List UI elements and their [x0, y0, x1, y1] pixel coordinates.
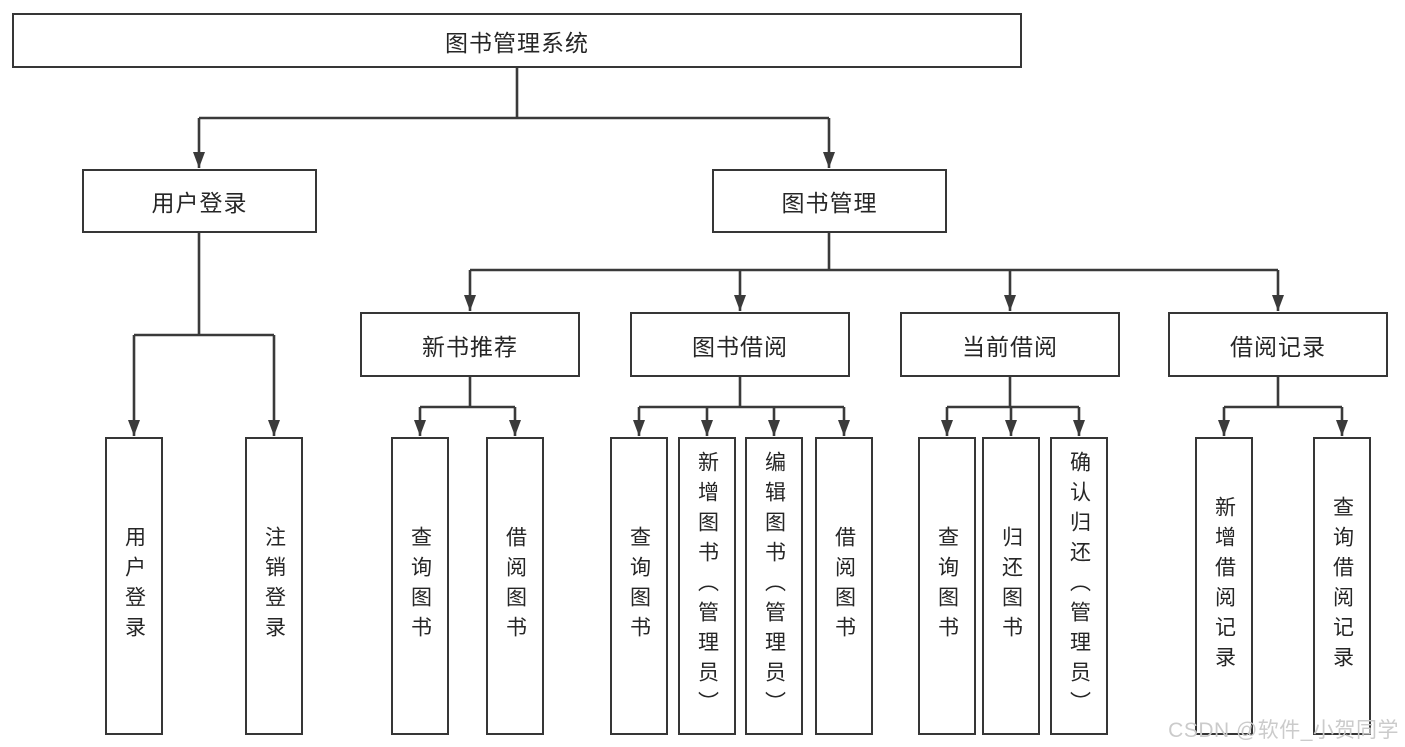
node-user-login: 用户登录 — [82, 169, 317, 233]
leaf-edit-books-admin: 编辑图书（管理员） — [745, 437, 803, 735]
leaf-add-books-admin: 新增图书（管理员） — [678, 437, 736, 735]
node-user-login-label: 用户登录 — [151, 190, 248, 216]
node-current-borrowing-label: 当前借阅 — [962, 333, 1058, 360]
node-book-management: 图书管理 — [712, 169, 947, 233]
leaf-user-login: 用户登录 — [105, 437, 163, 735]
leaf-query-books-label: 查询图书 — [408, 526, 432, 646]
leaf-edit-books-admin-label: 编辑图书（管理员） — [762, 451, 786, 721]
node-book-management-label: 图书管理 — [781, 190, 878, 216]
leaf-logout-login: 注销登录 — [245, 437, 303, 735]
node-library-system: 图书管理系统 — [12, 13, 1022, 68]
node-borrow-records: 借阅记录 — [1168, 312, 1388, 377]
leaf-query-books: 查询图书 — [391, 437, 449, 735]
leaf-return-books-label: 归还图书 — [999, 526, 1023, 646]
leaf-query-books-label: 查询图书 — [935, 526, 959, 646]
leaf-query-borrow-record-label: 查询借阅记录 — [1330, 496, 1354, 676]
node-borrow-records-label: 借阅记录 — [1230, 333, 1326, 360]
leaf-confirm-return-admin: 确认归还（管理员） — [1050, 437, 1108, 735]
node-book-borrowing-label: 图书借阅 — [692, 333, 788, 360]
leaf-return-books: 归还图书 — [982, 437, 1040, 735]
leaf-borrow-books-label: 借阅图书 — [832, 526, 856, 646]
node-current-borrowing: 当前借阅 — [900, 312, 1120, 377]
node-new-book-recommend-label: 新书推荐 — [422, 333, 518, 360]
watermark: CSDN @软件_小贺同学 — [1168, 719, 1399, 742]
node-library-system-label: 图书管理系统 — [445, 29, 589, 56]
leaf-query-books: 查询图书 — [610, 437, 668, 735]
leaf-add-borrow-record-label: 新增借阅记录 — [1212, 496, 1236, 676]
leaf-query-books: 查询图书 — [918, 437, 976, 735]
leaf-add-borrow-record: 新增借阅记录 — [1195, 437, 1253, 735]
leaf-confirm-return-admin-label: 确认归还（管理员） — [1067, 451, 1091, 721]
leaf-query-borrow-record: 查询借阅记录 — [1313, 437, 1371, 735]
leaf-borrow-books: 借阅图书 — [815, 437, 873, 735]
leaf-logout-login-label: 注销登录 — [262, 526, 286, 646]
leaf-add-books-admin-label: 新增图书（管理员） — [695, 451, 719, 721]
leaf-user-login-label: 用户登录 — [122, 526, 146, 646]
leaf-borrow-books-label: 借阅图书 — [503, 526, 527, 646]
leaf-query-books-label: 查询图书 — [627, 526, 651, 646]
leaf-borrow-books: 借阅图书 — [486, 437, 544, 735]
node-book-borrowing: 图书借阅 — [630, 312, 850, 377]
node-new-book-recommend: 新书推荐 — [360, 312, 580, 377]
